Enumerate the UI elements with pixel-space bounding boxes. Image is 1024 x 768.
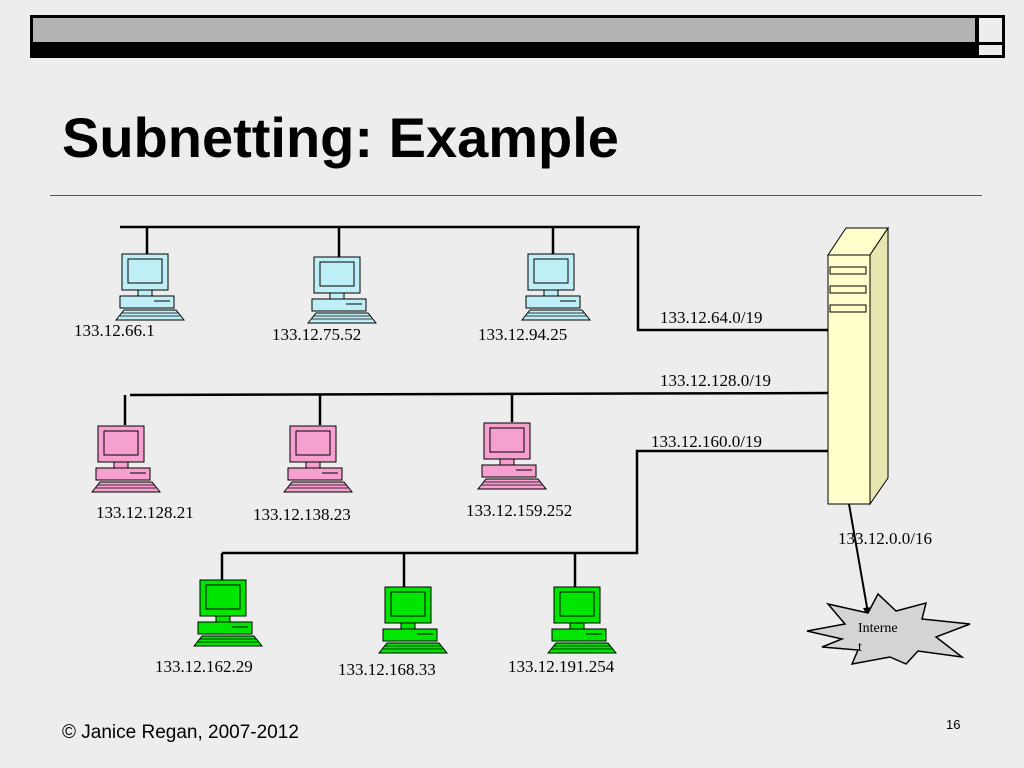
host-3-2-label: 133.12.168.33 <box>338 660 436 679</box>
header-corner-box-lower <box>979 45 1002 55</box>
subnet-1 <box>120 225 830 332</box>
host-1-2-label: 133.12.75.52 <box>272 325 361 344</box>
host-2-2-computer-icon <box>283 425 353 493</box>
subnet-3 <box>220 449 830 588</box>
internet-label-line1: Interne <box>858 621 898 636</box>
host-1-2-computer-icon <box>307 256 377 324</box>
subnet-3-label: 133.12.160.0/19 <box>651 432 762 451</box>
internet-label-line2: t <box>858 640 862 655</box>
subnet-3-bus <box>222 449 830 555</box>
subnet-2-label: 133.12.128.0/19 <box>660 371 771 390</box>
header-bar-fill <box>33 18 975 42</box>
host-2-2-label: 133.12.138.23 <box>253 505 351 524</box>
footer-copyright: © Janice Regan, 2007-2012 <box>62 722 299 743</box>
host-2-3-label: 133.12.159.252 <box>466 501 572 520</box>
host-1-3-label: 133.12.94.25 <box>478 325 567 344</box>
host-2-1-computer-icon <box>91 425 161 493</box>
host-3-2-computer-icon <box>378 586 448 654</box>
host-2-3-computer-icon <box>477 422 547 490</box>
host-2-1-label: 133.12.128.21 <box>96 503 194 522</box>
router-icon <box>827 226 889 506</box>
host-3-1-label: 133.12.162.29 <box>155 657 253 676</box>
subnet-2 <box>123 391 831 425</box>
slide-title: Subnetting: Example <box>62 106 619 169</box>
subnet-2-bus <box>129 391 831 397</box>
subnet-1-label: 133.12.64.0/19 <box>660 308 762 327</box>
internet-cloud-icon <box>806 592 971 665</box>
subnet-1-link <box>636 227 830 332</box>
host-3-3-label: 133.12.191.254 <box>508 657 615 676</box>
host-1-1-label: 133.12.66.1 <box>74 321 155 340</box>
page-number: 16 <box>946 717 961 732</box>
router-network-label: 133.12.0.0/16 <box>838 529 932 548</box>
host-1-1-computer-icon <box>115 253 185 321</box>
header-bar <box>30 15 1005 58</box>
host-1-3-computer-icon <box>521 253 591 321</box>
header-corner-box <box>979 18 1002 42</box>
host-3-3-computer-icon <box>547 586 617 654</box>
title-divider <box>50 195 982 196</box>
uplink-arrow <box>848 503 869 614</box>
host-3-1-computer-icon <box>193 579 263 647</box>
